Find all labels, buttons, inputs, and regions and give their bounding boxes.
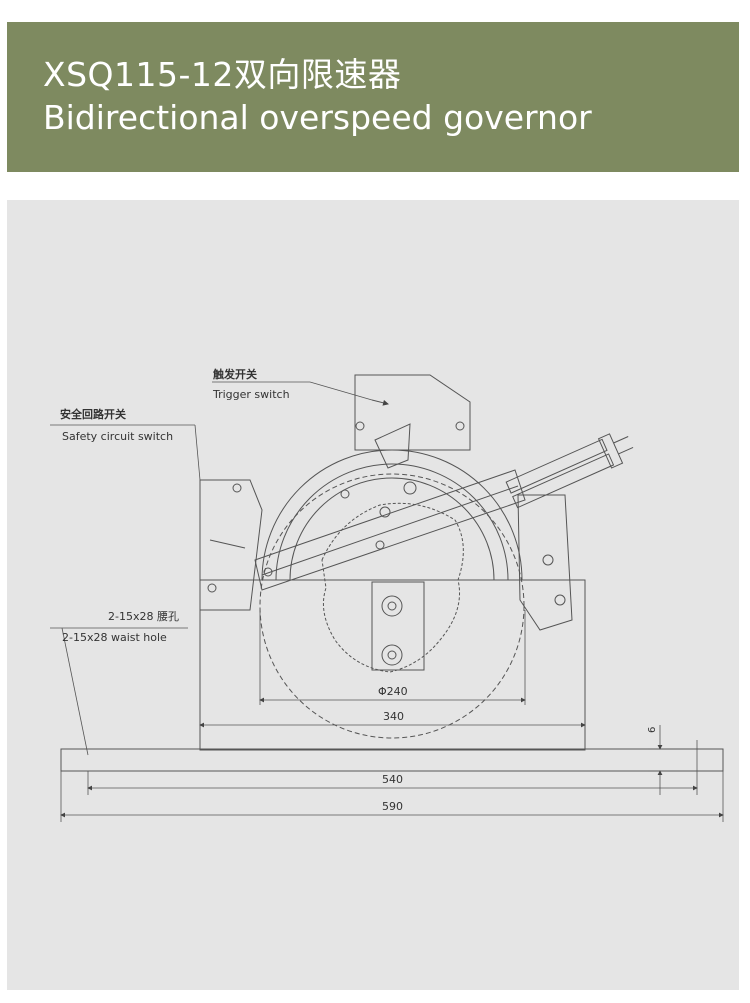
model-title: XSQ115-12双向限速器 xyxy=(43,55,402,94)
dim-base-width: 590 xyxy=(382,800,403,813)
dim-sheave-diameter: Φ240 xyxy=(378,685,408,698)
right-bracket xyxy=(517,494,573,631)
safety-switch-label-cn: 安全回路开关 xyxy=(60,407,126,421)
main-frame xyxy=(199,579,586,751)
safety-switch-box xyxy=(199,479,263,611)
trigger-switch-label-cn: 触发开关 xyxy=(212,367,257,381)
drawing-panel xyxy=(7,200,739,990)
safety-switch-label-en: Safety circuit switch xyxy=(62,430,173,443)
hub-plate xyxy=(371,581,425,671)
actuator-rods xyxy=(505,433,634,509)
dim-base-thickness: 6 xyxy=(647,727,658,733)
waist-hole-label-cn: 2-15x28 腰孔 xyxy=(108,610,179,623)
sheave-rim xyxy=(261,449,523,581)
header-banner xyxy=(7,22,739,172)
dim-hole-spacing: 540 xyxy=(382,773,403,786)
trigger-switch-box xyxy=(354,374,471,451)
waist-hole-label-en: 2-15x28 waist hole xyxy=(62,631,167,644)
dim-frame-width: 340 xyxy=(383,710,404,723)
english-title: Bidirectional overspeed governor xyxy=(43,98,592,137)
base-plate xyxy=(60,748,724,772)
tension-arm xyxy=(254,469,526,591)
trigger-switch-label-en: Trigger switch xyxy=(212,388,290,401)
